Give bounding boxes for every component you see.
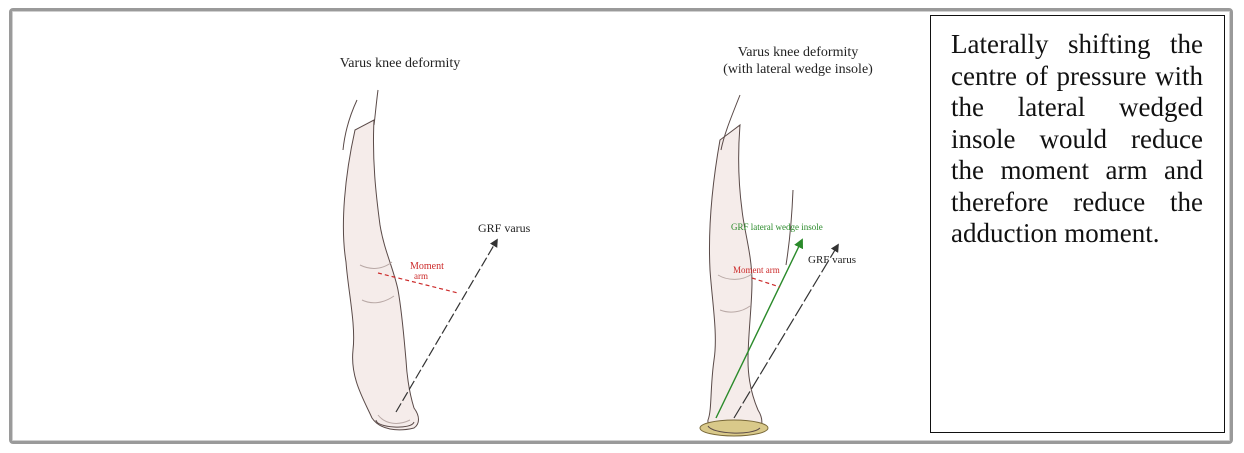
- caption-box: Laterally shifting the centre of pressur…: [930, 15, 1225, 433]
- caption-text: Laterally shifting the centre of pressur…: [951, 29, 1203, 250]
- left-leg-illustration: [343, 90, 419, 430]
- right-grf-varus-label: GRF varus: [808, 254, 856, 266]
- right-moment-arm-line: [752, 278, 780, 287]
- left-grf-varus-label: GRF varus: [478, 221, 531, 235]
- right-grf-lateral-wedge-label: GRF lateral wedge insole: [731, 222, 823, 232]
- left-moment-arm-label-2: arm: [414, 271, 428, 281]
- right-moment-arm-label: Moment arm: [733, 265, 780, 275]
